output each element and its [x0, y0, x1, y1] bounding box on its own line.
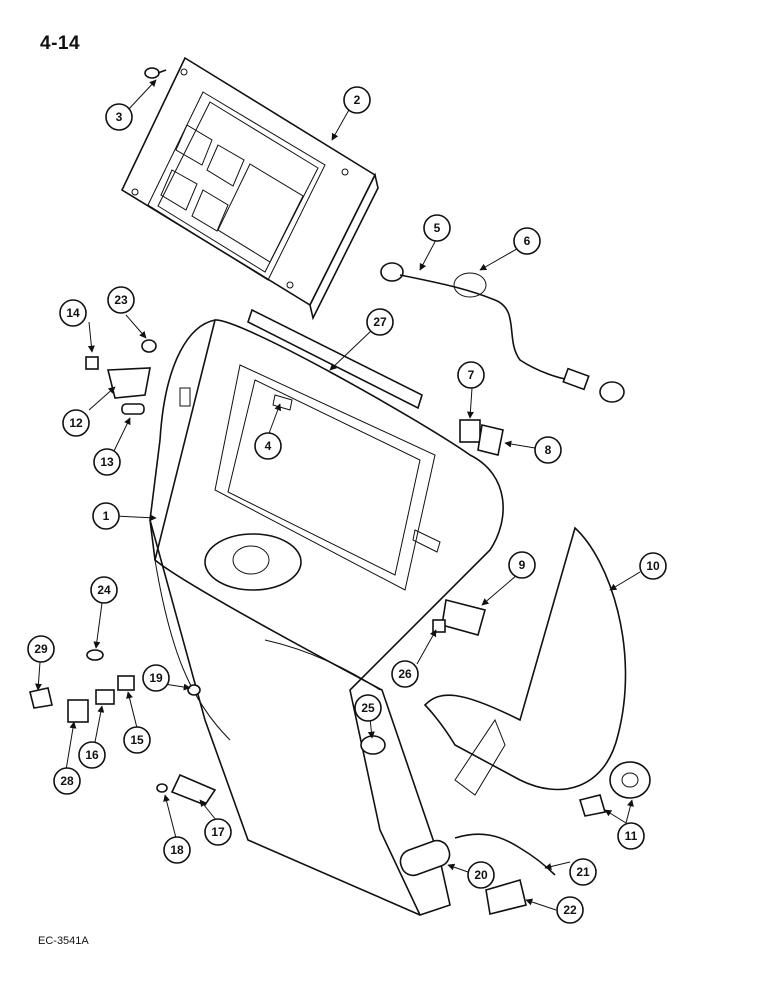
callout-label: 14 — [66, 306, 80, 320]
callout-label: 26 — [398, 667, 412, 681]
cable-part — [380, 262, 625, 403]
callout-label: 1 — [103, 509, 110, 523]
callout-label: 3 — [116, 110, 123, 124]
callout-14: 14 — [59, 299, 87, 327]
callout-label: 7 — [468, 368, 475, 382]
callout-label: 21 — [576, 865, 590, 879]
small-parts — [29, 339, 651, 915]
callout-label: 12 — [69, 416, 83, 430]
callout-label: 13 — [100, 455, 114, 469]
callout-label: 17 — [211, 825, 225, 839]
callout-label: 8 — [545, 443, 552, 457]
callout-label: 9 — [519, 558, 526, 572]
callout-label: 4 — [265, 439, 272, 453]
callout-6: 6 — [513, 227, 541, 255]
callout-11: 11 — [617, 822, 645, 850]
callout-10: 10 — [639, 552, 667, 580]
callout-label: 23 — [114, 293, 128, 307]
callout-5: 5 — [423, 214, 451, 242]
callout-8: 8 — [534, 436, 562, 464]
callout-7: 7 — [457, 361, 485, 389]
reference-code: EC-3541A — [38, 935, 89, 947]
callout-27: 27 — [366, 308, 394, 336]
callout-24: 24 — [90, 576, 118, 604]
callout-25: 25 — [354, 694, 382, 722]
callout-1: 1 — [92, 502, 120, 530]
callout-4: 4 — [254, 432, 282, 460]
callout-21: 21 — [569, 858, 597, 886]
callout-2: 2 — [343, 86, 371, 114]
callout-9: 9 — [508, 551, 536, 579]
callout-label: 10 — [646, 559, 660, 573]
callout-label: 27 — [373, 315, 387, 329]
callout-19: 19 — [142, 664, 170, 692]
callout-3: 3 — [105, 103, 133, 131]
trim-strip-part — [247, 308, 423, 410]
page-number: 4-14 — [40, 33, 81, 54]
callout-label: 5 — [434, 221, 441, 235]
callout-12: 12 — [62, 409, 90, 437]
callout-16: 16 — [78, 741, 106, 769]
callout-label: 25 — [361, 701, 375, 715]
callout-23: 23 — [107, 286, 135, 314]
callout-label: 19 — [149, 671, 163, 685]
callout-22: 22 — [556, 896, 584, 924]
callout-label: 15 — [130, 733, 144, 747]
callout-label: 18 — [170, 843, 184, 857]
callout-label: 6 — [524, 234, 531, 248]
callout-17: 17 — [204, 818, 232, 846]
callout-20: 20 — [467, 861, 495, 889]
callout-label: 20 — [474, 868, 488, 882]
callout-label: 16 — [85, 748, 99, 762]
callout-13: 13 — [93, 448, 121, 476]
callout-label: 29 — [34, 642, 48, 656]
callout-label: 11 — [625, 829, 638, 843]
callout-label: 28 — [60, 774, 74, 788]
callout-18: 18 — [163, 836, 191, 864]
callout-26: 26 — [391, 660, 419, 688]
dash-panel-part — [149, 319, 504, 916]
callout-label: 24 — [97, 583, 111, 597]
callout-label: 2 — [354, 93, 361, 107]
callout-29: 29 — [27, 635, 55, 663]
callout-28: 28 — [53, 767, 81, 795]
side-cowl-part — [423, 526, 627, 791]
callout-15: 15 — [123, 726, 151, 754]
callout-label: 22 — [563, 903, 577, 917]
screw-part — [144, 67, 167, 79]
instrument-cluster-part — [120, 56, 379, 321]
